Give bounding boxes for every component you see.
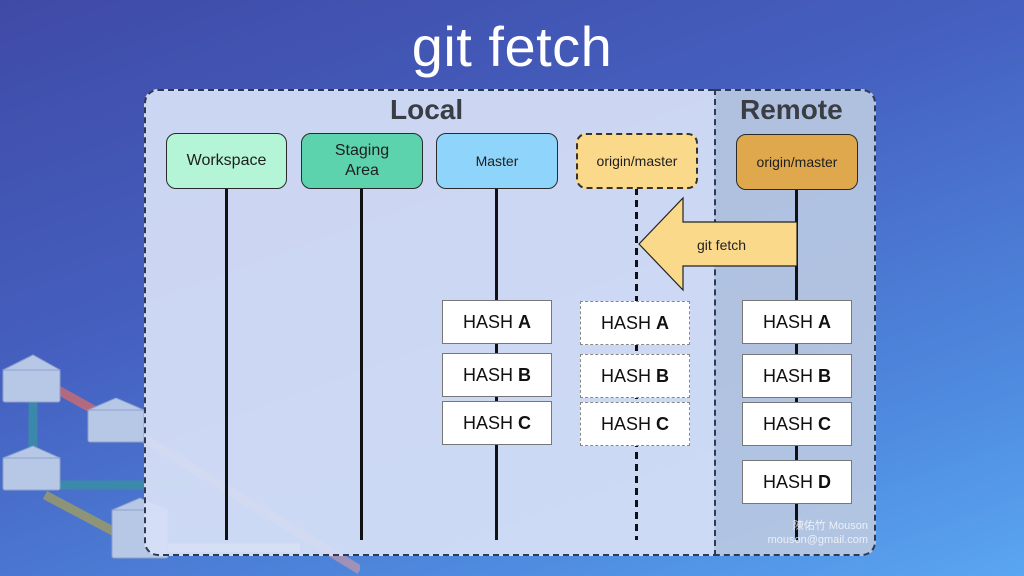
watermark-name: 陳佑竹 Mouson [792,520,868,532]
origin-master-remote-label: origin/master [756,154,838,170]
local-title: Local [390,94,464,125]
staging-area-node: Staging Area [301,133,423,189]
staging-line [360,188,363,540]
origin-master-local-label: origin/master [596,153,678,169]
staging-label-line2: Area [345,162,379,179]
workspace-line [225,188,228,540]
master-label: Master [475,153,519,169]
watermark-email: mouson@gmail.com [767,534,868,546]
staging-label-line1: Staging [334,142,390,159]
workspace-label: Workspace [186,152,267,169]
page-title: git fetch [411,15,613,78]
remote-title: Remote [740,94,843,125]
origin-master-remote-node: origin/master [736,134,858,190]
workspace-node: Workspace [166,133,287,189]
master-node: Master [436,133,558,189]
origin-master-local-node: origin/master [576,133,698,189]
fetch-arrow-label: git fetch [697,237,747,253]
fetch-arrow-icon [638,196,798,292]
